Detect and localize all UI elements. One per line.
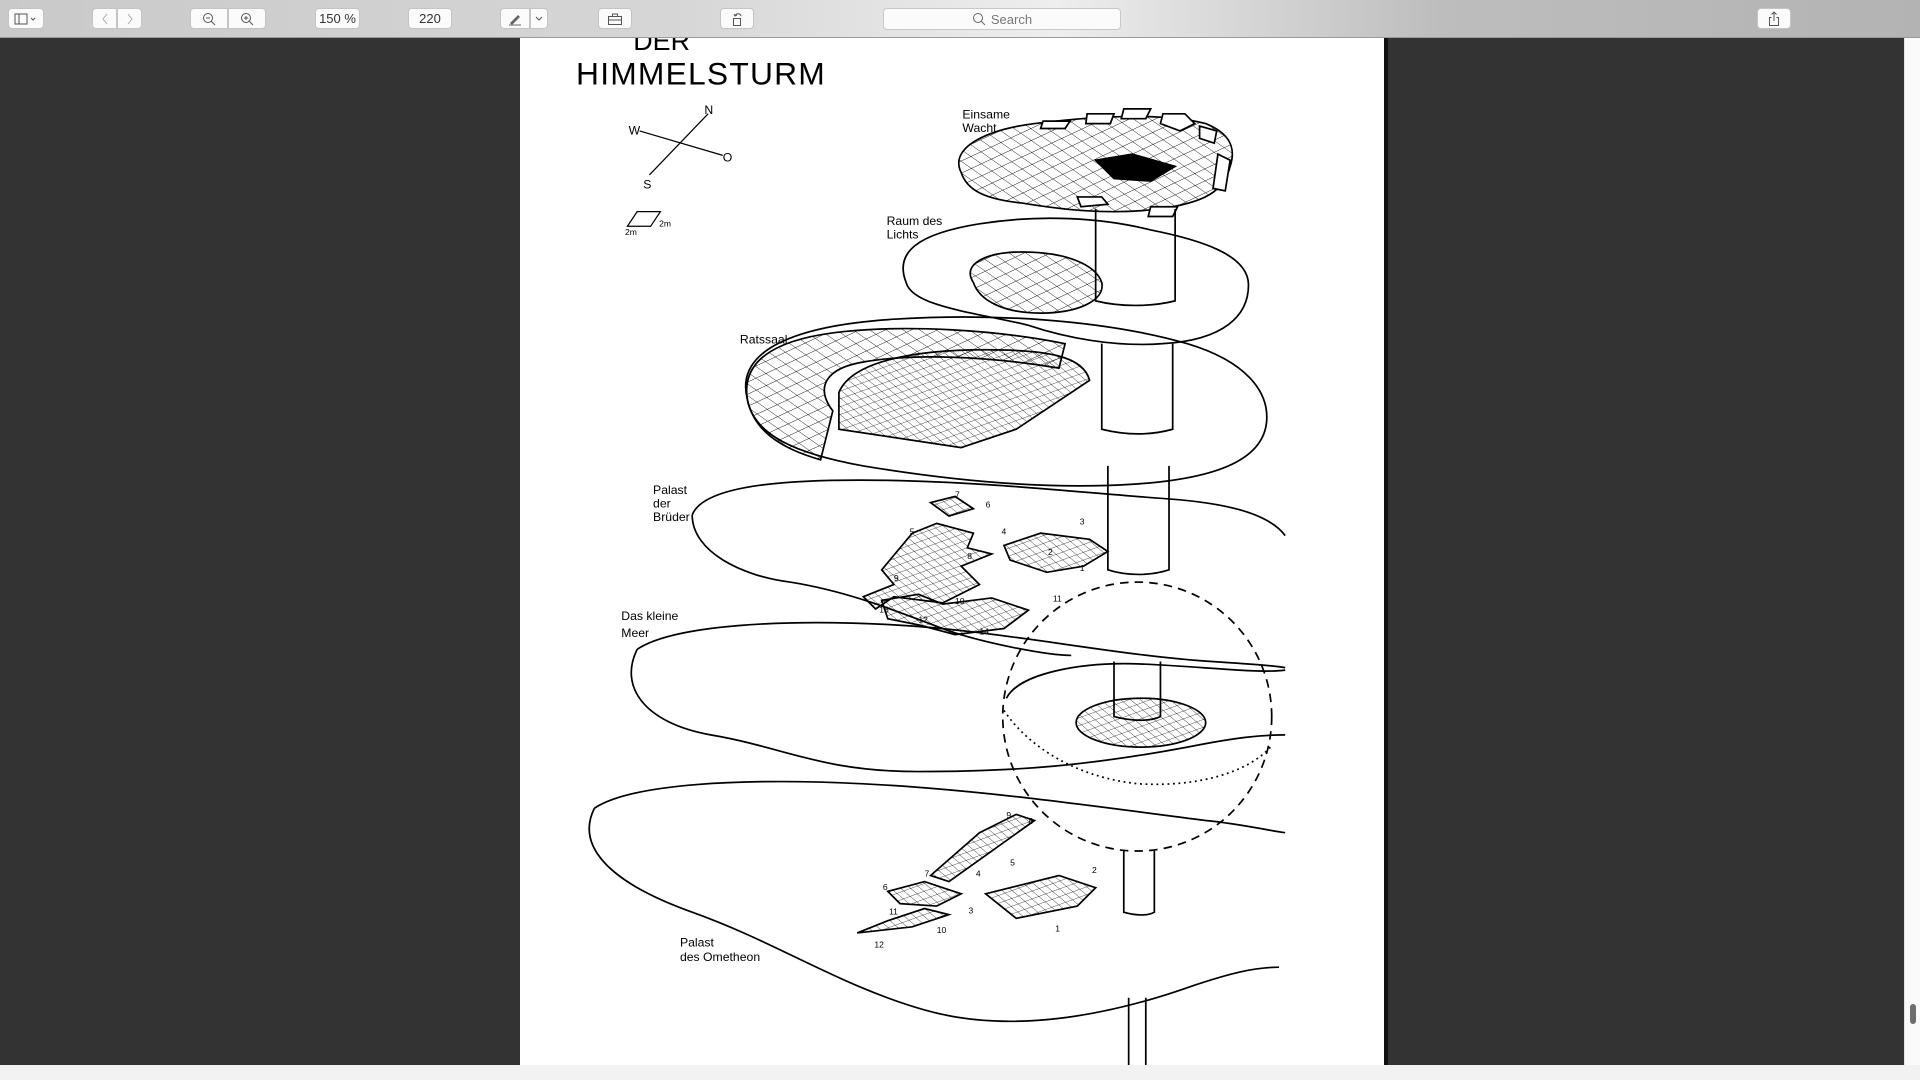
himmelsturm-map: DER HIMMELSTURM N W O S 2m 2m Einsame bbox=[576, 26, 1286, 1066]
scrollbar-thumb[interactable] bbox=[1910, 1004, 1916, 1024]
svg-text:1: 1 bbox=[1080, 563, 1085, 573]
svg-text:Lichts: Lichts bbox=[887, 228, 919, 242]
svg-text:14: 14 bbox=[980, 627, 990, 637]
page-number-field[interactable]: 220 bbox=[408, 8, 452, 29]
svg-text:W: W bbox=[629, 124, 641, 138]
chevron-down-icon bbox=[535, 16, 543, 21]
tower-shaft bbox=[1001, 209, 1286, 1066]
share-button[interactable] bbox=[1757, 8, 1791, 29]
svg-text:11: 11 bbox=[889, 907, 898, 917]
svg-text:9: 9 bbox=[894, 573, 899, 583]
svg-text:2: 2 bbox=[1048, 547, 1053, 557]
svg-text:6: 6 bbox=[986, 499, 991, 509]
level-raum-des-lichts: Raum des Lichts bbox=[887, 214, 1250, 346]
level-ratssaal: Ratssaal bbox=[740, 316, 1268, 487]
zoom-level-field[interactable]: 150 % bbox=[315, 8, 360, 29]
svg-text:Einsame: Einsame bbox=[962, 108, 1010, 122]
level-palast-des-ometheon: Palast des Ometheon 1 2 3 4 5 6 7 8 9 10… bbox=[588, 780, 1286, 1023]
sidebar-icon bbox=[14, 13, 36, 24]
toolbox-button[interactable] bbox=[598, 8, 632, 29]
markup-menu-button[interactable] bbox=[530, 8, 548, 29]
sidebar-toggle-button[interactable] bbox=[8, 8, 44, 29]
svg-text:des Ometheon: des Ometheon bbox=[680, 950, 760, 964]
svg-text:6: 6 bbox=[883, 882, 888, 892]
svg-text:3: 3 bbox=[969, 905, 974, 915]
svg-text:12: 12 bbox=[874, 940, 884, 950]
svg-text:10: 10 bbox=[955, 596, 965, 606]
search-icon bbox=[972, 13, 986, 26]
svg-text:8: 8 bbox=[967, 551, 972, 561]
previous-page-button[interactable] bbox=[92, 8, 117, 29]
share-icon bbox=[1769, 10, 1779, 26]
document-page: DER HIMMELSTURM N W O S 2m 2m Einsame bbox=[520, 26, 1388, 1066]
zoom-in-button[interactable] bbox=[228, 8, 266, 29]
svg-text:10: 10 bbox=[937, 925, 947, 935]
zoom-out-icon bbox=[203, 12, 216, 25]
zoom-in-icon bbox=[241, 12, 254, 25]
svg-text:5: 5 bbox=[1010, 858, 1015, 868]
svg-text:2m: 2m bbox=[625, 227, 637, 237]
svg-text:8: 8 bbox=[1028, 816, 1033, 826]
next-page-button[interactable] bbox=[117, 8, 142, 29]
svg-text:4: 4 bbox=[976, 869, 981, 879]
svg-text:7: 7 bbox=[924, 869, 929, 879]
svg-text:Das kleine: Das kleine bbox=[621, 609, 678, 623]
title-top: DER bbox=[633, 38, 690, 56]
svg-text:3: 3 bbox=[1080, 517, 1085, 527]
compass-icon: N W O S bbox=[629, 103, 733, 192]
level-einsame-wacht: Einsame Wacht bbox=[958, 108, 1234, 218]
svg-text:Palast: Palast bbox=[653, 483, 688, 497]
chevron-left-icon bbox=[101, 13, 107, 24]
svg-text:9: 9 bbox=[1006, 810, 1011, 820]
svg-text:N: N bbox=[704, 103, 713, 117]
level-palast-der-brueder: Palast der Brüder 1 2 3 4 5 6 7 8 9 10 1… bbox=[653, 479, 1286, 657]
svg-text:1: 1 bbox=[1055, 924, 1060, 934]
svg-text:2m: 2m bbox=[659, 218, 671, 228]
svg-text:5: 5 bbox=[910, 526, 915, 536]
svg-text:11: 11 bbox=[1053, 594, 1062, 604]
toolbox-icon bbox=[608, 13, 622, 25]
svg-text:Brüder: Brüder bbox=[653, 510, 690, 524]
pen-icon bbox=[509, 14, 521, 25]
chevron-right-icon bbox=[127, 13, 133, 24]
svg-text:4: 4 bbox=[1002, 526, 1007, 536]
svg-text:Meer: Meer bbox=[621, 626, 649, 640]
svg-text:O: O bbox=[723, 150, 733, 164]
svg-text:Ratssaal: Ratssaal bbox=[740, 333, 788, 347]
page-number: 220 bbox=[419, 11, 441, 26]
zoom-level: 150 % bbox=[319, 11, 356, 26]
bottom-bar bbox=[0, 1065, 1920, 1080]
svg-text:Wacht: Wacht bbox=[962, 121, 997, 135]
ometheon-room-numbers: 1 2 3 4 5 6 7 8 9 10 11 12 bbox=[874, 810, 1097, 950]
svg-text:S: S bbox=[643, 177, 651, 191]
search-placeholder: Search bbox=[990, 11, 1033, 27]
svg-text:Raum des: Raum des bbox=[887, 214, 943, 228]
markup-button[interactable] bbox=[500, 8, 530, 29]
svg-text:13: 13 bbox=[879, 605, 889, 615]
svg-text:2: 2 bbox=[1092, 865, 1097, 875]
zoom-out-button[interactable] bbox=[190, 8, 228, 29]
rotate-icon bbox=[733, 12, 742, 26]
scale-legend: 2m 2m bbox=[625, 211, 671, 237]
brueder-room-numbers: 1 2 3 4 5 6 7 8 9 10 11 12 13 14 bbox=[879, 490, 1085, 637]
vertical-scrollbar[interactable] bbox=[1904, 38, 1920, 1065]
svg-text:12: 12 bbox=[918, 614, 928, 624]
search-input[interactable]: Search bbox=[883, 8, 1121, 30]
rotate-button[interactable] bbox=[720, 8, 754, 29]
svg-text:der: der bbox=[653, 496, 671, 510]
svg-text:7: 7 bbox=[955, 490, 960, 500]
svg-text:Palast: Palast bbox=[680, 935, 715, 949]
toolbar: 150 % 220 Search bbox=[0, 0, 1920, 38]
level-das-kleine-meer: Das kleine Meer bbox=[621, 609, 1286, 773]
page-title: HIMMELSTURM bbox=[576, 55, 826, 91]
